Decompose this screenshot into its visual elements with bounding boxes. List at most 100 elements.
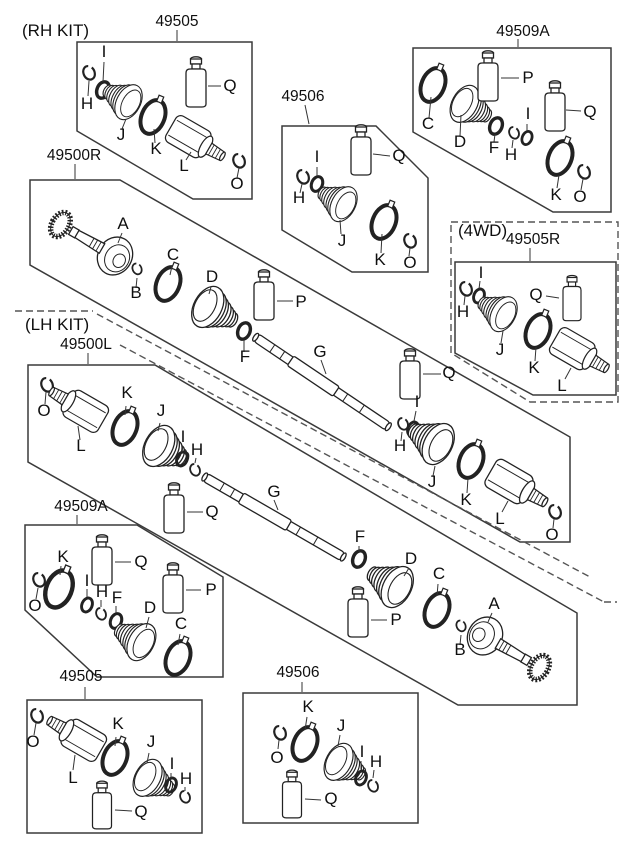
part-letter[interactable]: I xyxy=(479,263,484,282)
part-letter[interactable]: K xyxy=(112,714,124,733)
part-letter[interactable]: I xyxy=(102,42,107,61)
part-letter[interactable]: P xyxy=(205,580,216,599)
part-letter[interactable]: O xyxy=(270,748,283,767)
part-letter[interactable]: F xyxy=(355,527,365,546)
seal-ring-H xyxy=(365,777,381,795)
part-letter[interactable]: C xyxy=(422,114,434,133)
grease-bottle-Q xyxy=(91,780,113,830)
part-letter[interactable]: F xyxy=(489,138,499,157)
part-letter[interactable]: O xyxy=(26,732,39,751)
assembly-outline xyxy=(27,364,578,706)
part-number-label[interactable]: 49505R xyxy=(506,231,560,248)
part-letter[interactable]: O xyxy=(573,187,586,206)
part-letter[interactable]: O xyxy=(403,253,416,272)
part-letter[interactable]: A xyxy=(488,594,500,613)
part-letter[interactable]: Q xyxy=(205,502,218,521)
part-letter[interactable]: I xyxy=(315,147,320,166)
part-letter[interactable]: Q xyxy=(134,552,147,571)
part-letter[interactable]: I xyxy=(170,754,175,773)
part-letter[interactable]: H xyxy=(191,440,203,459)
part-letter[interactable]: I xyxy=(526,104,531,123)
part-letter[interactable]: L xyxy=(179,156,188,175)
part-letter[interactable]: Q xyxy=(392,146,405,165)
part-letter[interactable]: L xyxy=(495,509,504,528)
part-letter[interactable]: H xyxy=(293,188,305,207)
part-letter[interactable]: L xyxy=(557,376,566,395)
part-number-label[interactable]: 49509A xyxy=(54,498,108,515)
part-letter[interactable]: Q xyxy=(442,363,455,382)
box-outline xyxy=(412,47,612,213)
part-letter[interactable]: Q xyxy=(529,285,542,304)
part-letter[interactable]: H xyxy=(394,436,406,455)
part-letter[interactable]: H xyxy=(96,582,108,601)
part-letter[interactable]: K xyxy=(57,547,69,566)
part-letter[interactable]: K xyxy=(302,697,314,716)
part-letter[interactable]: J xyxy=(496,340,505,359)
part-letter[interactable]: J xyxy=(337,716,346,735)
leader-line xyxy=(400,431,403,442)
part-letter[interactable]: B xyxy=(454,640,465,659)
part-letter[interactable]: Q xyxy=(134,802,147,821)
part-letter[interactable]: D xyxy=(405,549,417,568)
part-letter[interactable]: C xyxy=(175,614,187,633)
cv-boot-J xyxy=(317,737,375,794)
part-letter[interactable]: G xyxy=(267,482,280,501)
part-letter[interactable]: J xyxy=(147,732,156,751)
part-letter[interactable]: I xyxy=(360,742,365,761)
part-letter[interactable]: K xyxy=(528,358,540,377)
part-letter[interactable]: L xyxy=(68,768,77,787)
part-letter[interactable]: D xyxy=(206,267,218,286)
leader-line xyxy=(511,139,514,149)
part-letter[interactable]: H xyxy=(505,145,517,164)
part-number-label[interactable]: 49505 xyxy=(59,668,102,685)
part-letter[interactable]: O xyxy=(230,174,243,193)
part-letter[interactable]: C xyxy=(433,564,445,583)
part-number-label[interactable]: 49506 xyxy=(276,664,319,681)
part-letter[interactable]: K xyxy=(374,250,386,269)
part-letter[interactable]: I xyxy=(415,392,420,411)
part-letter[interactable]: B xyxy=(130,283,141,302)
part-letter[interactable]: L xyxy=(76,436,85,455)
part-number-label[interactable]: 49500R xyxy=(47,147,101,164)
part-letter[interactable]: F xyxy=(240,347,250,366)
part-letter[interactable]: O xyxy=(545,525,558,544)
part-letter[interactable]: D xyxy=(454,132,466,151)
part-letter[interactable]: P xyxy=(390,610,401,629)
snap-ring-O xyxy=(546,502,565,522)
part-number-label[interactable]: 49506 xyxy=(281,88,324,105)
part-letter[interactable]: K xyxy=(550,185,562,204)
box-outline xyxy=(26,699,203,834)
part-letter[interactable]: P xyxy=(295,292,306,311)
part-letter[interactable]: Q xyxy=(324,789,337,808)
part-number-label[interactable]: 49505 xyxy=(155,13,198,30)
part-letter[interactable]: I xyxy=(181,427,186,446)
part-letter[interactable]: G xyxy=(313,342,326,361)
part-letter[interactable]: J xyxy=(338,231,347,250)
part-letter[interactable]: J xyxy=(428,472,437,491)
part-letter[interactable]: C xyxy=(167,245,179,264)
part-letter[interactable]: K xyxy=(150,139,162,158)
part-letter[interactable]: P xyxy=(522,68,533,87)
part-letter[interactable]: Q xyxy=(223,76,236,95)
part-letter[interactable]: K xyxy=(121,383,133,402)
part-letter[interactable]: J xyxy=(117,125,126,144)
part-letter[interactable]: O xyxy=(28,596,41,615)
leader-line xyxy=(145,616,150,629)
part-letter[interactable]: H xyxy=(180,769,192,788)
part-letter[interactable]: D xyxy=(144,598,156,617)
part-letter[interactable]: A xyxy=(117,214,129,233)
part-letter[interactable]: F xyxy=(112,588,122,607)
part-letter[interactable]: O xyxy=(37,401,50,420)
part-letter[interactable]: H xyxy=(457,302,469,321)
part-letter[interactable]: H xyxy=(370,752,382,771)
part-letter[interactable]: I xyxy=(85,571,90,590)
part-letter[interactable]: Q xyxy=(583,102,596,121)
box-outline xyxy=(454,261,617,396)
part-letter[interactable]: H xyxy=(81,94,93,113)
band-clamp-C xyxy=(148,256,190,307)
part-letter[interactable]: K xyxy=(460,490,472,509)
part-number-label[interactable]: 49509A xyxy=(496,23,550,40)
part-letter[interactable]: J xyxy=(157,401,166,420)
snap-ring-O xyxy=(401,231,420,251)
part-number-label[interactable]: 49500L xyxy=(60,336,112,353)
